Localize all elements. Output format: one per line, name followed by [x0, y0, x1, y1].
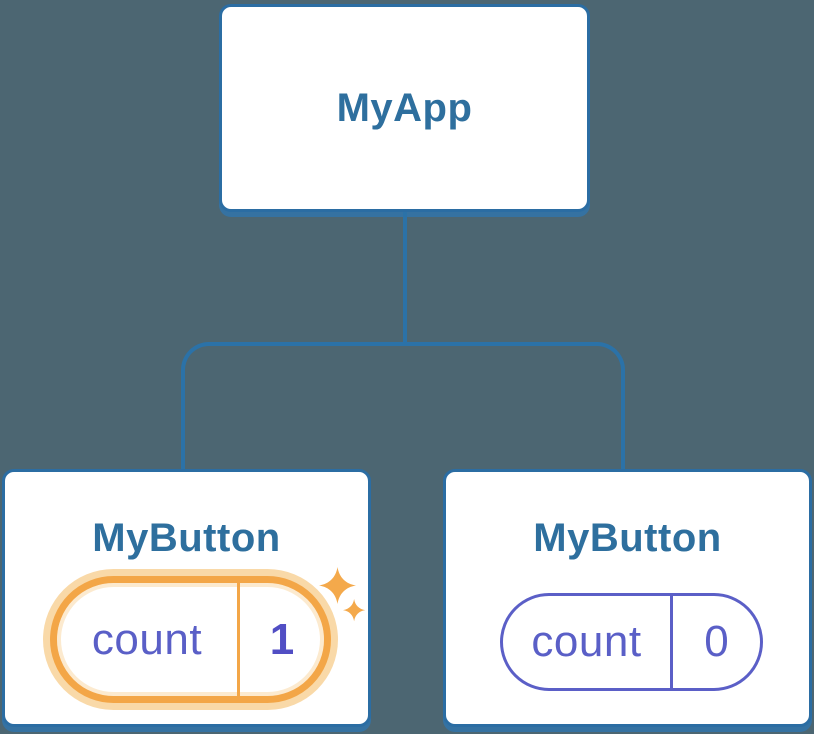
root-node-title: MyApp: [336, 85, 473, 130]
tree-connector-stem: [403, 212, 407, 344]
sparkles-icon: [319, 567, 366, 622]
child-node-title: MyButton: [533, 516, 722, 560]
state-value: 0: [704, 617, 729, 666]
state-pill-highlighted: count 1: [50, 576, 331, 703]
state-pill-plain: count 0: [500, 593, 763, 691]
state-label: count: [91, 614, 203, 664]
state-label: count: [531, 617, 642, 666]
pill-divider: [670, 596, 673, 688]
child-node-title: MyButton: [92, 516, 281, 560]
component-node-root: MyApp: [219, 4, 590, 212]
component-node-mybutton-left: MyButton count 1: [2, 469, 371, 727]
component-node-mybutton-right: MyButton count 0: [443, 469, 812, 727]
tree-connector-bracket: [181, 342, 625, 469]
pill-divider: [237, 583, 240, 696]
state-value: 1: [269, 614, 295, 664]
